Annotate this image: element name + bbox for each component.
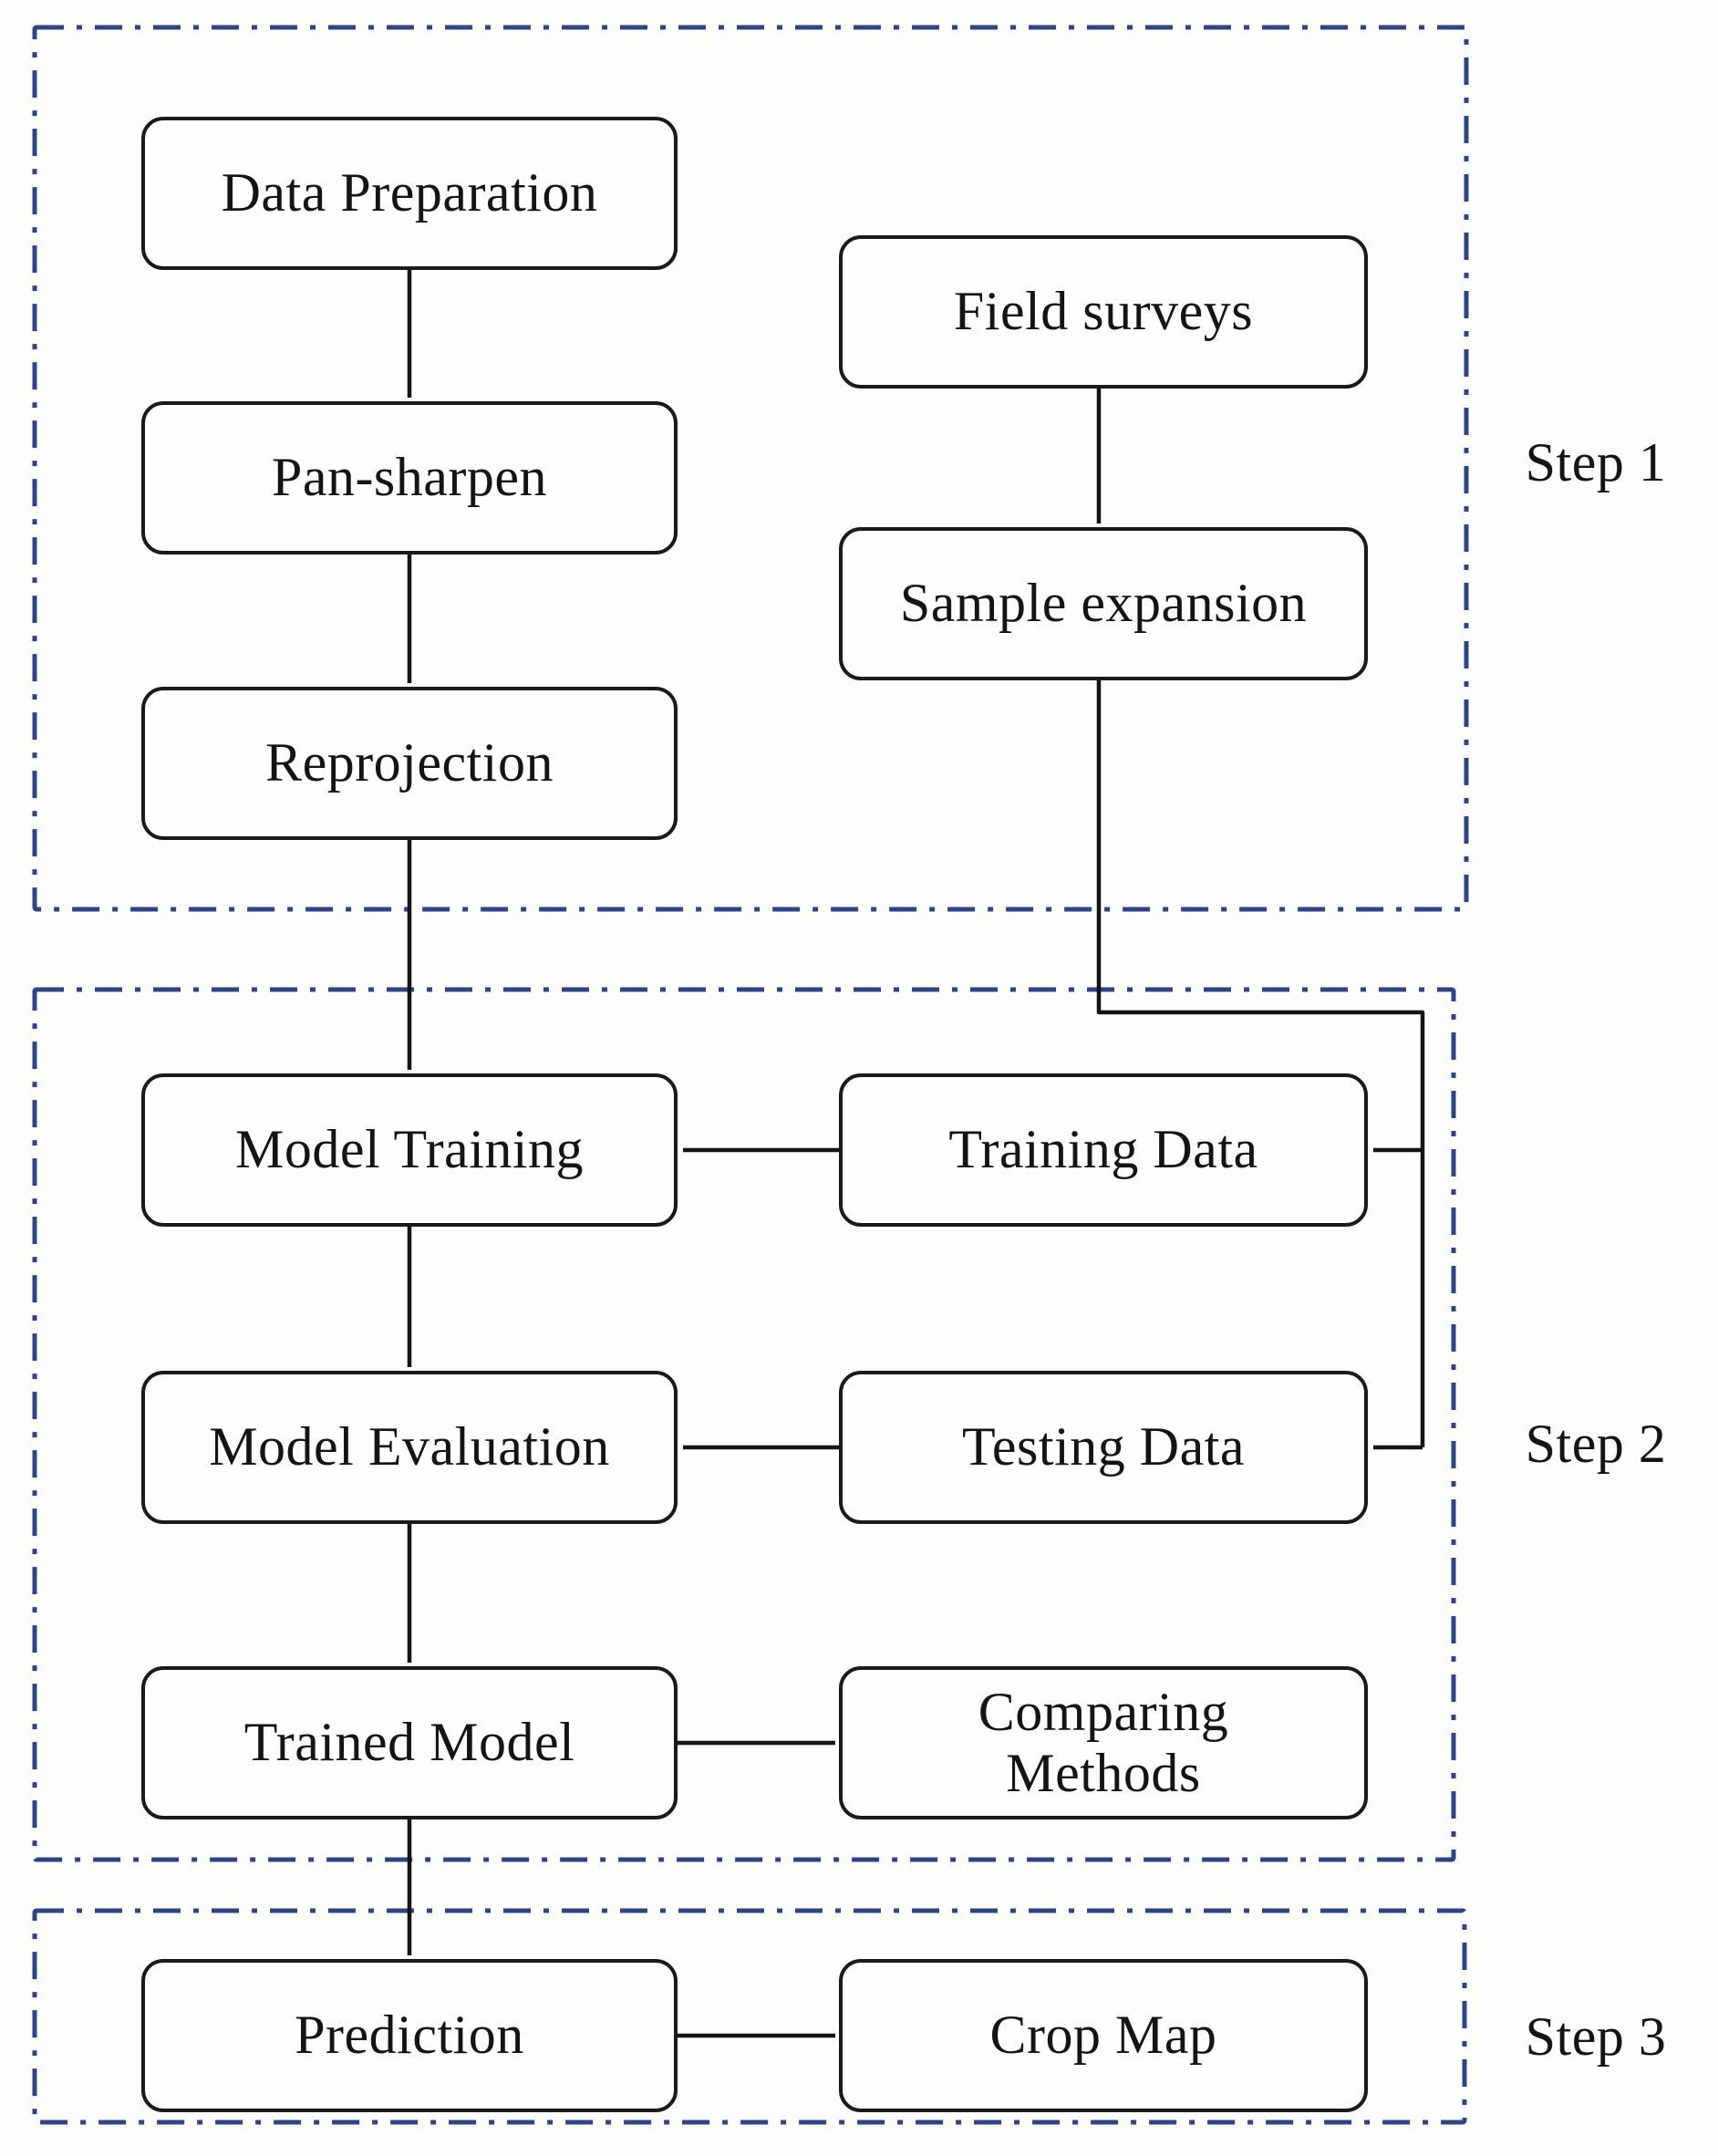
- node-prediction: Prediction: [141, 1959, 678, 2112]
- node-trained-model: Trained Model: [141, 1666, 678, 1819]
- node-reprojection: Reprojection: [141, 687, 678, 840]
- node-sample-expansion: Sample expansion: [839, 527, 1368, 680]
- node-field-surveys: Field surveys: [839, 235, 1368, 389]
- label-step-3: Step 3: [1525, 2006, 1667, 2067]
- node-model-evaluation: Model Evaluation: [141, 1371, 678, 1524]
- node-testing-data: Testing Data: [839, 1371, 1368, 1524]
- node-crop-map: Crop Map: [839, 1959, 1368, 2112]
- connector-sample-expansion-to-data: [1096, 680, 1425, 1447]
- node-comparing-methods: Comparing Methods: [839, 1666, 1368, 1819]
- step2-boundary: [32, 987, 1456, 1862]
- step1-boundary: [32, 25, 1469, 912]
- label-step-2: Step 2: [1525, 1413, 1667, 1474]
- node-model-training: Model Training: [141, 1073, 678, 1227]
- node-pan-sharpen: Pan-sharpen: [141, 401, 678, 555]
- node-training-data: Training Data: [839, 1073, 1368, 1227]
- step3-boundary: [32, 1908, 1467, 2125]
- label-step-1: Step 1: [1525, 431, 1667, 492]
- node-data-preparation: Data Preparation: [141, 117, 678, 270]
